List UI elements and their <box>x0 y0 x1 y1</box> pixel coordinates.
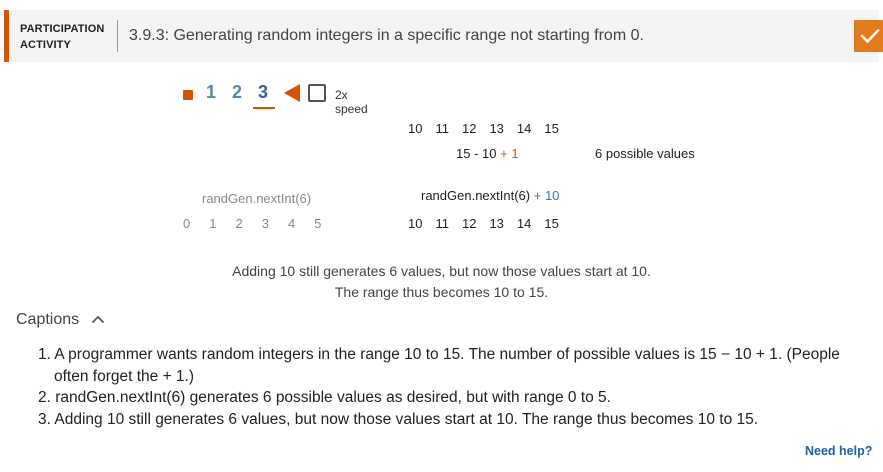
step-1-button[interactable]: 1 <box>206 82 217 102</box>
step-2-button[interactable]: 2 <box>232 82 243 102</box>
gray-value: 0 <box>183 216 191 231</box>
caption-item: 1. A programmer wants random integers in… <box>38 346 840 385</box>
start-square-icon[interactable] <box>183 90 193 100</box>
gray-value: 2 <box>235 216 243 231</box>
nextint-call-text: randGen.nextInt(6) <box>421 188 531 203</box>
gray-value: 1 <box>209 216 217 231</box>
checkmark-icon <box>860 29 880 43</box>
offset-values-row: 10 11 12 13 14 15 <box>408 216 572 231</box>
activity-header: PARTICIPATION ACTIVITY 3.9.3: Generating… <box>4 10 883 62</box>
offset-value: 10 <box>408 216 423 231</box>
range-value: 15 <box>544 121 559 136</box>
animation-caption-line-1: Adding 10 still generates 6 values, but … <box>232 263 651 279</box>
count-expr-text: 15 - 10 <box>456 146 497 161</box>
captions-toggle[interactable]: Captions <box>16 311 80 328</box>
nextint-call-offset: randGen.nextInt(6) + 10 <box>421 188 559 203</box>
range-value: 14 <box>516 121 532 136</box>
play-back-arrow-icon[interactable] <box>283 83 301 103</box>
offset-value: 12 <box>461 216 477 231</box>
offset-value: 14 <box>516 216 532 231</box>
range-value: 13 <box>489 121 504 136</box>
caption-item: 2. randGen.nextInt(6) generates 6 possib… <box>38 389 611 406</box>
offset-value: 15 <box>544 216 559 231</box>
need-help-link[interactable]: Need help? <box>805 444 873 458</box>
chevron-up-icon[interactable] <box>92 315 104 323</box>
activity-title: 3.9.3: Generating random integers in a s… <box>129 27 644 44</box>
count-result: 6 possible values <box>595 146 695 161</box>
offset-value: 13 <box>489 216 504 231</box>
count-plus-text: + 1 <box>500 146 519 161</box>
caption-item: 3. Adding 10 still generates 6 values, b… <box>38 410 759 428</box>
offset-value: 11 <box>435 216 449 231</box>
range-top-values: 10 11 12 13 14 15 <box>408 121 572 136</box>
gray-value: 3 <box>261 216 269 231</box>
activity-type-label: PARTICIPATION ACTIVITY <box>20 23 105 51</box>
count-expression: 15 - 10 + 1 <box>456 146 519 161</box>
speed-label: 2x speed <box>335 88 368 116</box>
gray-value: 5 <box>314 216 322 231</box>
offset-plus-text: + 10 <box>533 188 560 203</box>
speed-checkbox[interactable] <box>308 84 326 102</box>
current-step-underline <box>253 107 275 109</box>
range-value: 11 <box>435 121 449 136</box>
animation-caption-line-2: The range thus becomes 10 to 15. <box>334 284 549 300</box>
completion-checkmark-icon <box>854 20 883 52</box>
range-value: 12 <box>461 121 477 136</box>
range-value: 10 <box>408 121 423 136</box>
gray-value: 4 <box>287 216 296 231</box>
header-divider <box>117 20 118 52</box>
step-3-button[interactable]: 3 <box>258 82 269 102</box>
nextint-call-gray: randGen.nextInt(6) <box>202 191 312 206</box>
gray-values-row: 0 1 2 3 4 5 <box>183 216 340 231</box>
captions-list: 1. A programmer wants random integers in… <box>38 344 858 430</box>
